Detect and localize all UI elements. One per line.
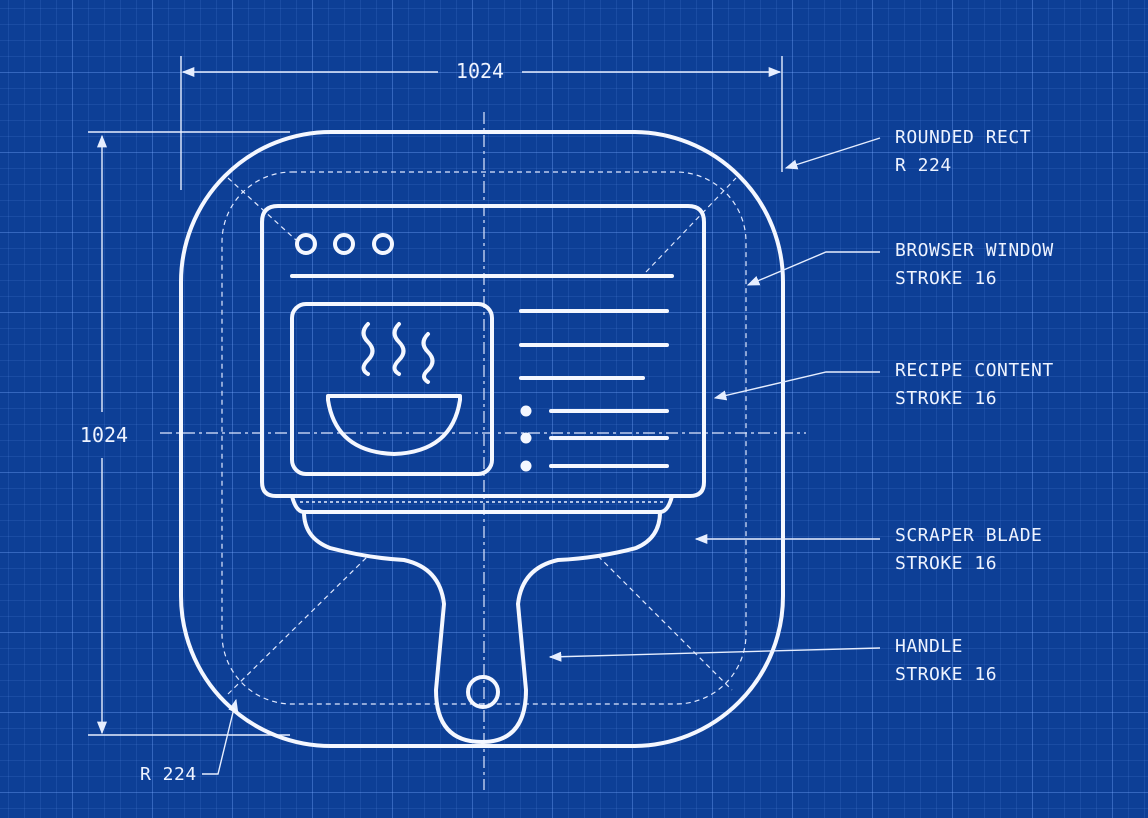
scraper-handle [302, 510, 662, 744]
recipe-text-lines [519, 309, 669, 472]
height-label: 1024 [80, 423, 128, 447]
callout-rounded-rect: ROUNDED RECT R 224 [784, 127, 1031, 176]
width-label: 1024 [456, 59, 504, 83]
callout-title: SCRAPER BLADE [895, 525, 1042, 546]
bullet-icon [520, 405, 532, 417]
recipe-image-card [290, 302, 494, 476]
width-dimension: 1024 [180, 56, 783, 190]
callout-spec: STROKE 16 [895, 268, 997, 289]
callout-recipe-content: RECIPE CONTENT STROKE 16 [713, 360, 1054, 409]
callout-browser-window: BROWSER WINDOW STROKE 16 [746, 240, 1054, 289]
window-dot-icon [372, 233, 394, 255]
window-dot-icon [295, 233, 317, 255]
callout-handle: HANDLE STROKE 16 [548, 636, 997, 685]
callout-title: RECIPE CONTENT [895, 360, 1054, 381]
callout-spec: STROKE 16 [895, 388, 997, 409]
rounded-rect-outline [179, 130, 785, 748]
scraper-blade [290, 494, 674, 514]
corner-radius-label: R 224 [140, 764, 197, 785]
callout-spec: STROKE 16 [895, 553, 997, 574]
callout-spec: STROKE 16 [895, 664, 997, 685]
scraper-icon [290, 494, 674, 744]
bullet-icon [520, 432, 532, 444]
bullet-icon [520, 460, 532, 472]
inner-keyline [221, 171, 747, 705]
window-dot-icon [333, 233, 355, 255]
browser-window-icon [260, 204, 706, 498]
callout-title: HANDLE [895, 636, 963, 657]
corner-radius-callout: R 224 [140, 698, 239, 785]
hang-hole-icon [466, 675, 500, 709]
callout-title: ROUNDED RECT [895, 127, 1031, 148]
height-dimension: 1024 [80, 131, 290, 736]
callout-spec: R 224 [895, 155, 952, 176]
steaming-bowl-icon [326, 322, 462, 456]
callout-title: BROWSER WINDOW [895, 240, 1054, 261]
callout-scraper-blade: SCRAPER BLADE STROKE 16 [694, 525, 1042, 574]
diagonal-guides [227, 177, 737, 695]
